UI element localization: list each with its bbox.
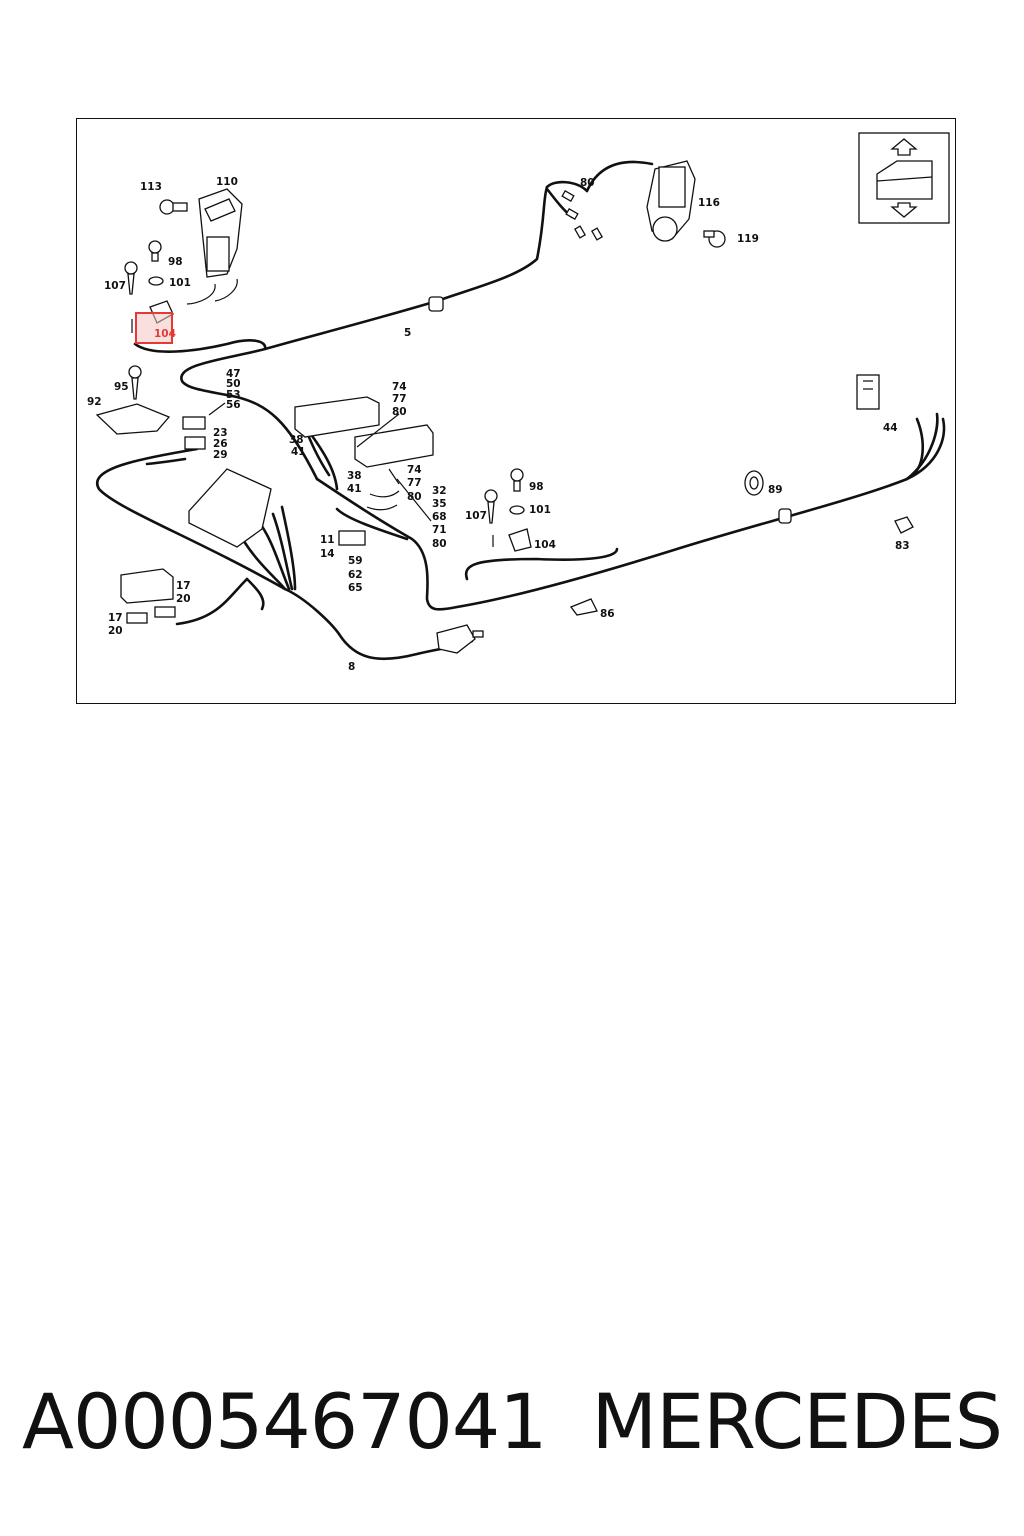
part-8-connector — [436, 624, 484, 654]
wiring-diagram: 113 110 98 107 101 104 80 116 119 5 95 9… — [87, 132, 950, 673]
label-23: 23 — [213, 427, 228, 439]
part-104-switch-a — [135, 300, 174, 344]
label-113: 113 — [140, 181, 162, 193]
label-59: 59 — [348, 555, 363, 567]
label-98-b: 98 — [529, 481, 544, 493]
part-110-window-motor — [198, 188, 243, 278]
control-unit — [188, 468, 272, 548]
part-11-connector — [338, 530, 366, 546]
label-32: 32 — [432, 485, 447, 497]
part-113-screw — [159, 199, 188, 215]
leader-lines — [131, 319, 494, 547]
label-65: 65 — [348, 582, 363, 594]
part-86-clip — [569, 598, 598, 616]
part-107-screw-a — [124, 261, 138, 295]
label-20-a: 20 — [176, 593, 191, 605]
label-53: 53 — [226, 389, 241, 401]
part-98-screw-b — [510, 468, 524, 492]
part-23-relay — [184, 436, 206, 450]
part-80-connectors-top — [561, 190, 603, 241]
diagram-frame: 113 110 98 107 101 104 80 116 119 5 95 9… — [76, 118, 956, 704]
label-80-b: 80 — [407, 491, 422, 503]
part-101-washer-b — [509, 505, 525, 515]
wiring-harness — [95, 160, 946, 661]
label-101-b: 101 — [529, 504, 551, 516]
brand-name: MERCEDES — [591, 1377, 1003, 1466]
label-50: 50 — [226, 378, 241, 390]
label-47: 47 — [226, 368, 241, 380]
label-20-b: 20 — [108, 625, 123, 637]
label-56: 56 — [226, 399, 241, 411]
label-71: 71 — [432, 524, 447, 536]
label-44: 44 — [883, 422, 898, 434]
label-104-b: 104 — [534, 539, 556, 551]
label-5: 5 — [404, 327, 411, 339]
grommet-right — [778, 508, 792, 524]
part-44-switch — [856, 374, 880, 410]
label-68: 68 — [432, 511, 447, 523]
part-74-module-lower — [354, 424, 434, 468]
part-labels: 113 110 98 107 101 104 80 116 119 5 95 9… — [87, 176, 910, 673]
label-104-a: 104 — [154, 328, 176, 340]
label-107-a: 107 — [104, 280, 126, 292]
part-92-bracket — [95, 403, 171, 435]
label-98-a: 98 — [168, 256, 183, 268]
footer: A0005467041 MERCEDES — [0, 1372, 1024, 1472]
part-89-grommet — [744, 470, 764, 496]
label-80-c: 80 — [432, 538, 447, 550]
label-62: 62 — [348, 569, 363, 581]
part-17-relay-block — [120, 568, 174, 604]
label-74-a: 74 — [392, 381, 407, 393]
label-89: 89 — [768, 484, 783, 496]
label-38-b: 38 — [347, 470, 362, 482]
label-11: 11 — [320, 534, 335, 546]
label-86: 86 — [600, 608, 615, 620]
label-29: 29 — [213, 449, 228, 461]
label-77-a: 77 — [392, 393, 407, 405]
label-77-b: 77 — [407, 477, 422, 489]
label-110: 110 — [216, 176, 238, 188]
label-101-a: 101 — [169, 277, 191, 289]
label-74-b: 74 — [407, 464, 422, 476]
label-41-a: 41 — [291, 446, 306, 458]
part-95-screw — [128, 365, 142, 400]
label-116: 116 — [698, 197, 720, 209]
part-83-clip — [894, 516, 914, 534]
highlight-box — [135, 312, 173, 344]
label-95: 95 — [114, 381, 129, 393]
label-17-b: 17 — [108, 612, 123, 624]
part-17-connectors — [126, 606, 176, 624]
part-119-screw — [703, 230, 726, 248]
part-104-switch-b — [508, 528, 532, 552]
part-5-grommet — [428, 296, 444, 312]
label-38-a: 38 — [289, 434, 304, 446]
label-119: 119 — [737, 233, 759, 245]
label-83: 83 — [895, 540, 910, 552]
part-101-washer-a — [148, 276, 164, 286]
part-47-relay — [182, 416, 206, 430]
part-116-window-motor — [646, 160, 696, 242]
part-number: A0005467041 — [22, 1377, 548, 1466]
label-35: 35 — [432, 498, 447, 510]
window-lift-symbol — [858, 132, 950, 224]
label-41-b: 41 — [347, 483, 362, 495]
part-74-module-upper — [294, 396, 380, 438]
label-107-b: 107 — [465, 510, 487, 522]
label-92: 92 — [87, 396, 102, 408]
label-80-top: 80 — [580, 177, 595, 189]
label-14: 14 — [320, 548, 335, 560]
label-8: 8 — [348, 661, 355, 673]
label-26: 26 — [213, 438, 228, 450]
part-98-screw-a — [148, 240, 162, 262]
label-80-a: 80 — [392, 406, 407, 418]
part-107-screw-b — [484, 489, 498, 524]
label-17-a: 17 — [176, 580, 191, 592]
